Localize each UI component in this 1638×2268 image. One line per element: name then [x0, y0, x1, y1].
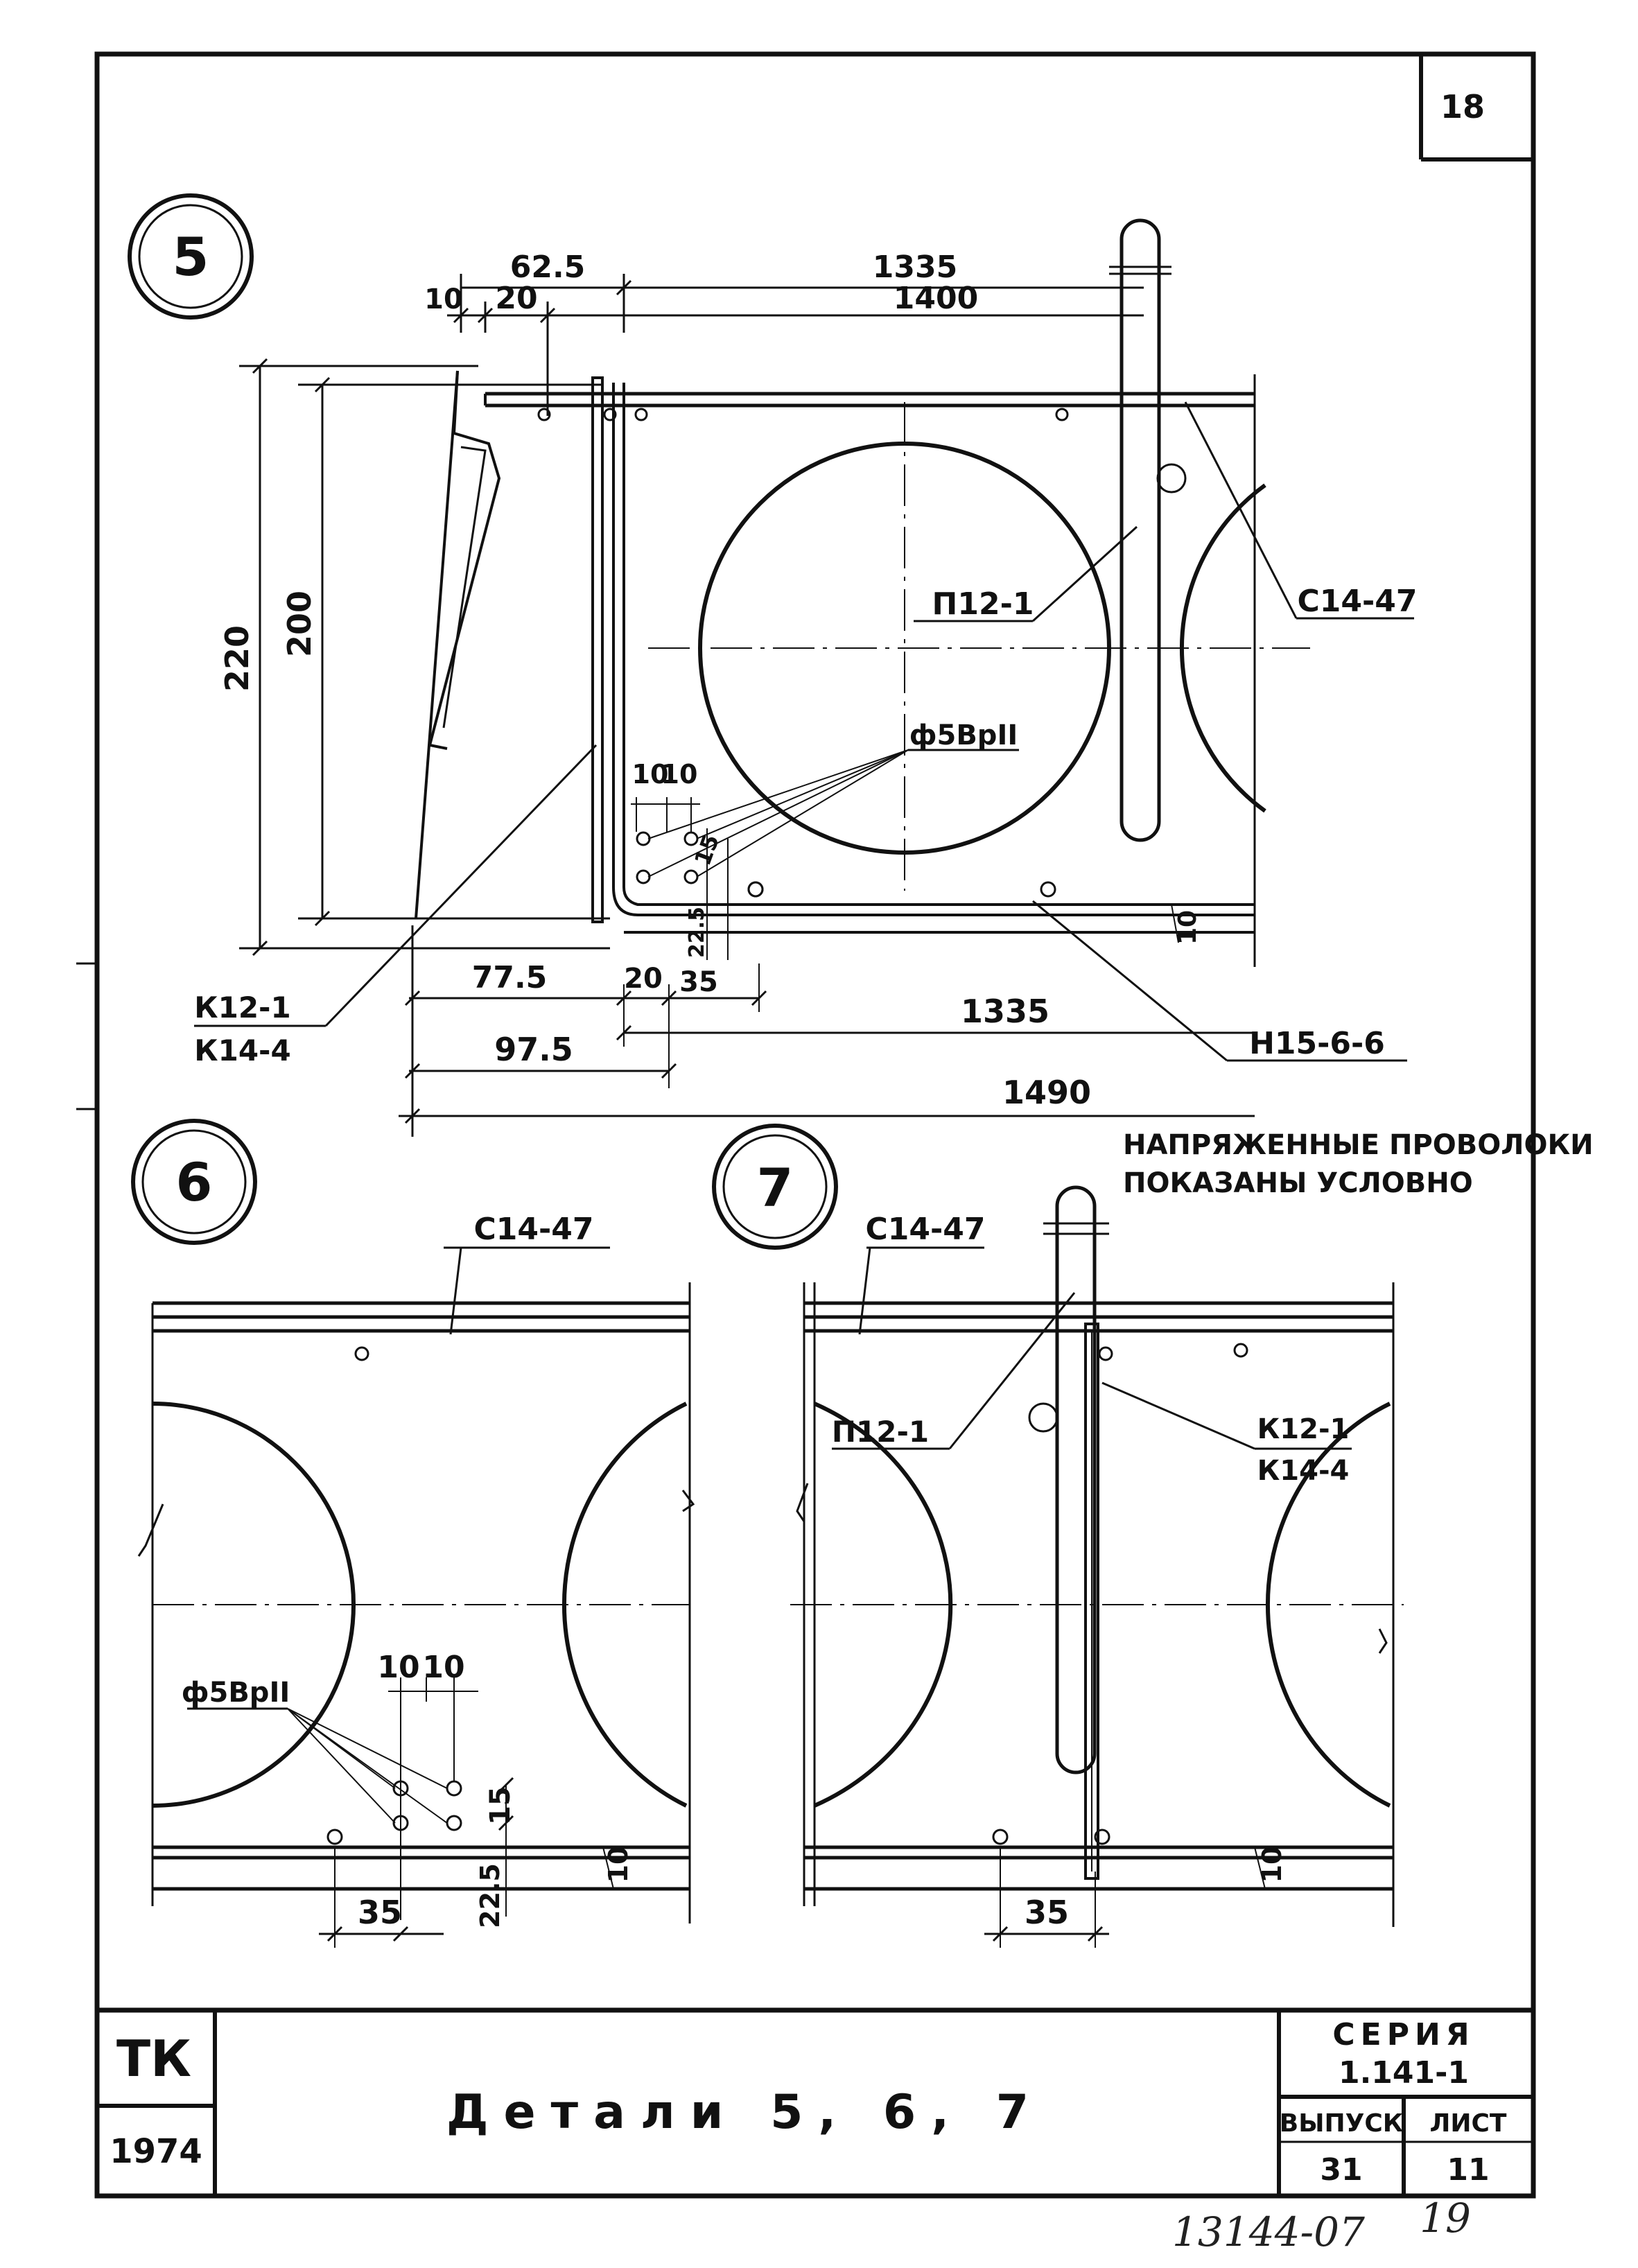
dim-1335-top: 1335	[873, 250, 957, 285]
title-block	[97, 2007, 1533, 2196]
dim-62-5: 62.5	[510, 250, 586, 285]
dim-6-10b: 10	[422, 1650, 464, 1685]
label-k14-4-d7: К14-4	[1257, 1455, 1350, 1487]
archive-stamp-extra: 19	[1420, 2195, 1471, 2242]
issue-value: 31	[1320, 2152, 1362, 2188]
detail-6-number: 6	[176, 1151, 213, 1213]
sheet-label: ЛИСТ	[1429, 2109, 1506, 2138]
label-p12-1-d7: П12-1	[832, 1415, 929, 1449]
detail-7-number: 7	[757, 1157, 794, 1219]
dim-6-15: 15	[485, 1786, 516, 1825]
dim-1335-bot: 1335	[961, 993, 1049, 1030]
dim-6-35: 35	[358, 1894, 402, 1931]
dim-1490: 1490	[1002, 1074, 1091, 1111]
dim-6-22-5: 22.5	[475, 1863, 505, 1928]
series-label: СЕРИЯ	[1332, 2017, 1474, 2052]
note-line-1: НАПРЯЖЕННЫЕ ПРОВОЛОКИ	[1123, 1129, 1594, 1161]
label-n15-6-6: Н15-6-6	[1249, 1026, 1385, 1061]
dim-200: 200	[281, 591, 318, 657]
archive-stamp: 13144-07	[1172, 2208, 1365, 2256]
dim-5-10b: 10	[661, 759, 698, 790]
dim-1400: 1400	[894, 281, 978, 316]
label-k12-1-d7: К12-1	[1257, 1413, 1350, 1445]
detail-6-marker	[131, 1119, 257, 1245]
label-c14-47-d6: С14-47	[473, 1212, 593, 1247]
issue-label: ВЫПУСК	[1280, 2109, 1403, 2138]
detail-5: 5 62.5 1335 10 20 1400 220 200	[128, 193, 1418, 1137]
label-wire-6: ф5ВрII	[182, 1677, 290, 1709]
series-value: 1.141-1	[1339, 2055, 1469, 2091]
note-line-2: ПОКАЗАНЫ УСЛОВНО	[1123, 1167, 1473, 1199]
dim-10-top: 10	[424, 284, 463, 315]
dim-35-bot: 35	[679, 966, 718, 998]
detail-5-marker	[128, 193, 254, 320]
dim-6-10-right: 10	[603, 1847, 634, 1883]
sheet-number: 18	[1440, 88, 1485, 125]
dim-77-5: 77.5	[472, 960, 548, 995]
detail-5-number: 5	[173, 226, 209, 288]
sheet-value: 11	[1447, 2152, 1489, 2188]
label-k12-1: К12-1	[194, 991, 290, 1024]
dim-20-top: 20	[495, 281, 537, 316]
dim-5-10a: 10	[632, 759, 669, 790]
detail-7: 7 НАПРЯЖЕННЫЕ ПРОВОЛОКИ ПОКАЗАНЫ УСЛОВНО…	[712, 1124, 1594, 1948]
dim-5-22-5: 22.5	[685, 907, 709, 958]
org-code: ТК	[116, 2030, 191, 2088]
label-k14-4: К14-4	[194, 1033, 290, 1067]
dim-7-10-right: 10	[1257, 1847, 1287, 1883]
dim-220: 220	[218, 625, 256, 692]
detail-6: 6 10 10 ф5ВрII 15	[131, 1119, 695, 1948]
label-wire-5: ф5ВрII	[909, 719, 1018, 751]
dim-20-bot: 20	[624, 963, 663, 995]
detail-7-marker	[712, 1124, 838, 1250]
label-p12-1: П12-1	[932, 586, 1034, 622]
dim-97-5: 97.5	[494, 1031, 573, 1068]
dim-6-10a: 10	[377, 1650, 419, 1685]
dim-7-35: 35	[1025, 1894, 1069, 1931]
sheet-frame	[94, 51, 1536, 2199]
year: 1974	[110, 2132, 202, 2171]
label-c14-47: С14-47	[1297, 584, 1417, 619]
drawing-title: Детали 5, 6, 7	[446, 2085, 1044, 2140]
label-c14-47-d7: С14-47	[865, 1212, 985, 1247]
